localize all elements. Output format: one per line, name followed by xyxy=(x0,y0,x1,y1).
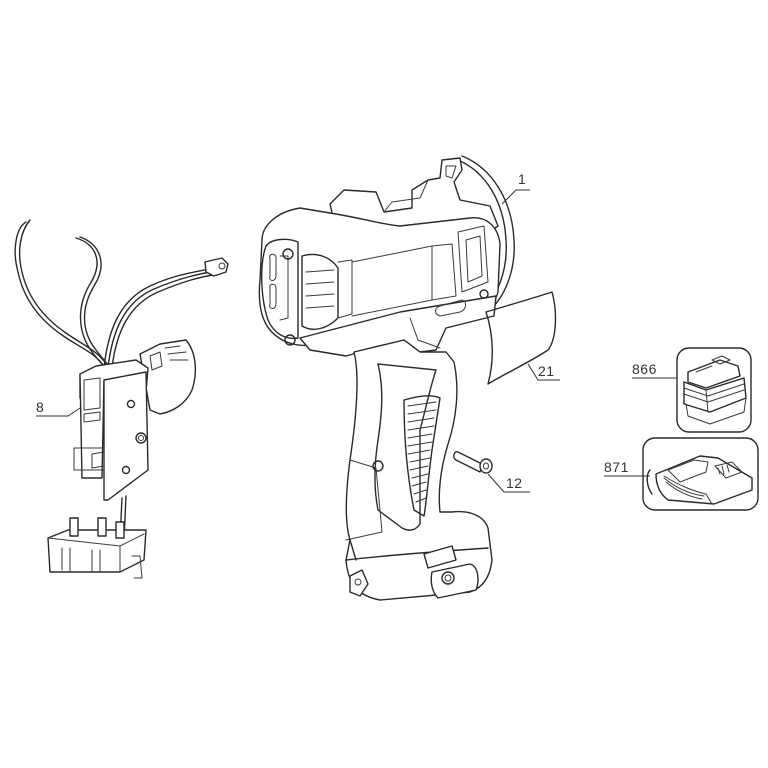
callout-label: 21 xyxy=(538,363,555,379)
callout-battery: 866 xyxy=(632,361,657,377)
leader-12 xyxy=(487,473,530,493)
leader-21 xyxy=(527,363,560,381)
screw-part xyxy=(453,451,493,474)
leader-1 xyxy=(501,189,530,205)
leader-8 xyxy=(36,407,81,417)
callout-charger: 871 xyxy=(604,459,629,475)
leader-lines xyxy=(36,189,677,493)
callout-housing: 1 xyxy=(518,171,527,187)
charger-part xyxy=(642,437,759,511)
label-part xyxy=(485,291,557,385)
callout-screw: 12 xyxy=(506,475,523,491)
trigger-switch-part xyxy=(14,219,229,579)
drill-housing-part xyxy=(258,155,515,601)
callout-switch: 8 xyxy=(36,399,45,415)
battery-part xyxy=(676,347,752,433)
